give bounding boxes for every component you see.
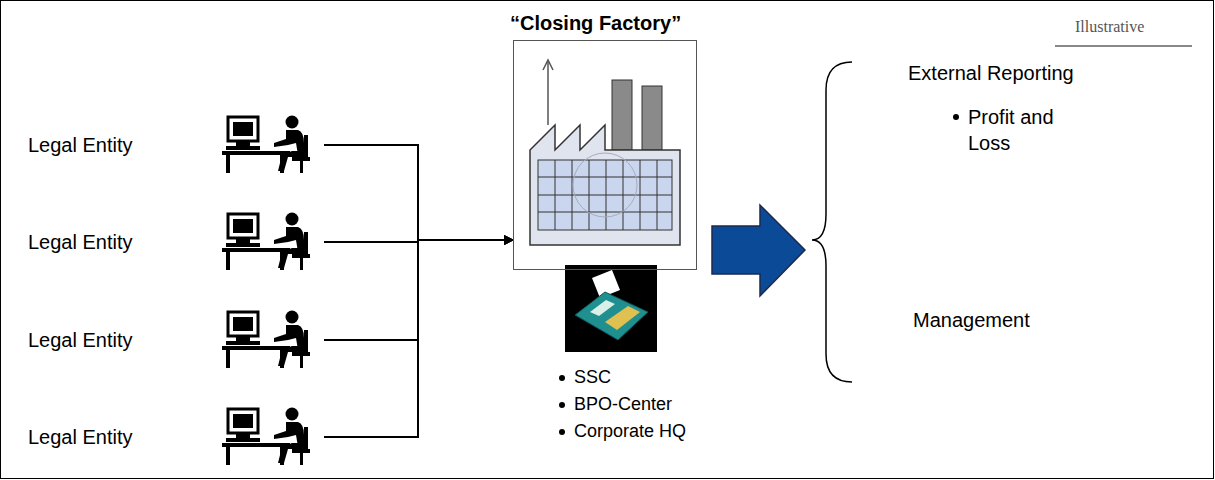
bullet-item: Corporate HQ bbox=[574, 421, 686, 442]
bullet-item: SSC bbox=[574, 367, 611, 388]
output-heading: External Reporting bbox=[908, 62, 1074, 85]
entity-label: Legal Entity bbox=[28, 329, 133, 352]
bullet-dot bbox=[953, 114, 959, 120]
box-heading: “Closing Factory” bbox=[510, 12, 681, 35]
user-icon bbox=[222, 116, 310, 174]
user-icon bbox=[222, 408, 310, 466]
entity-group: Legal Entity bbox=[18, 212, 322, 272]
entity-label: Legal Entity bbox=[28, 426, 133, 449]
bullet-dot bbox=[559, 429, 565, 435]
factory-box: “Closing Factory” bbox=[513, 40, 697, 270]
entity-label: Legal Entity bbox=[28, 231, 133, 254]
user-icon bbox=[222, 213, 310, 271]
factory-icon bbox=[530, 60, 680, 245]
bullet-item: Profit and Loss bbox=[968, 104, 1086, 156]
underline bbox=[1055, 45, 1192, 47]
entity-group: Legal Entity bbox=[18, 115, 322, 175]
user-icon bbox=[222, 311, 310, 369]
calculator-icon bbox=[565, 265, 657, 352]
entity-group: Legal Entity bbox=[18, 407, 322, 467]
bullet-dot bbox=[559, 375, 565, 381]
status-tag: Illustrative bbox=[1075, 18, 1144, 36]
bullet-item: BPO-Center bbox=[574, 394, 672, 415]
bullet-dot bbox=[559, 402, 565, 408]
brace bbox=[812, 62, 852, 382]
connector bbox=[324, 145, 513, 240]
entity-label: Legal Entity bbox=[28, 134, 133, 157]
entity-group: Legal Entity bbox=[18, 310, 322, 370]
connector bbox=[324, 240, 513, 437]
output-heading: Management bbox=[913, 309, 1030, 332]
block-arrow bbox=[712, 205, 805, 296]
